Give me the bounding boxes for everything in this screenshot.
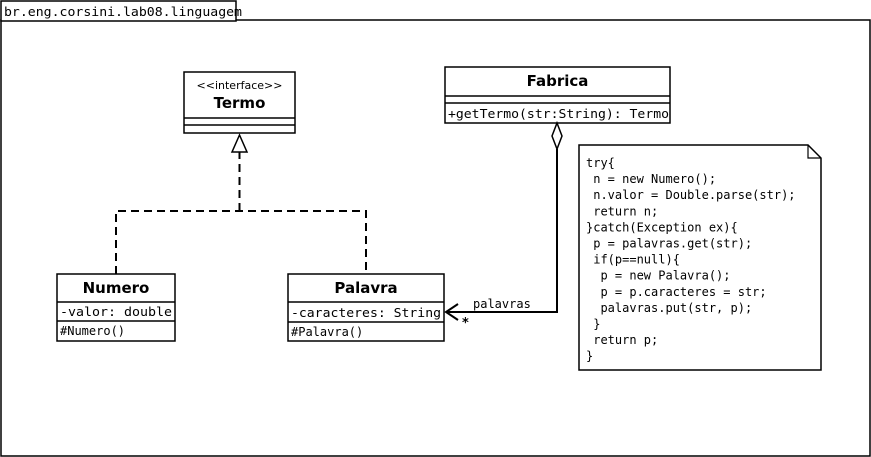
note-line: n = new Numero(); — [586, 172, 716, 186]
package-name: br.eng.corsini.lab08.linguagem — [4, 5, 242, 19]
class-fabrica[interactable]: Fabrica +getTermo(str:String): Termo — [444, 66, 671, 124]
note-line: if(p==null){ — [586, 253, 680, 267]
note-line: } — [586, 349, 593, 363]
note-line: palavras.put(str, p); — [586, 301, 752, 315]
class-numero-operation: #Numero() — [60, 324, 125, 338]
class-numero-attribute: -valor: double — [60, 305, 172, 319]
note-text: try{ n = new Numero(); n.valor = Double.… — [586, 156, 796, 363]
aggregation-connector: palavras * — [444, 120, 563, 331]
association-role-label: palavras — [473, 297, 531, 311]
note-line: n.valor = Double.parse(str); — [586, 188, 796, 202]
aggregation-line — [446, 149, 558, 313]
class-palavra-attribute: -caracteres: String — [291, 306, 441, 320]
association-multiplicity: * — [462, 316, 469, 331]
class-numero-box — [56, 273, 176, 342]
aggregation-open-arrowhead — [444, 303, 459, 321]
note-line: p = p.caracteres = str; — [586, 285, 767, 299]
class-numero[interactable]: Numero -valor: double #Numero() — [56, 273, 176, 342]
realization-dashed-line — [115, 210, 367, 274]
class-fabrica-operation: +getTermo(str:String): Termo — [448, 107, 669, 121]
realization-connector — [115, 133, 367, 274]
class-palavra-operation: #Palavra() — [291, 325, 363, 339]
note[interactable]: try{ n = new Numero(); n.valor = Double.… — [578, 144, 822, 371]
class-palavra-name: Palavra — [334, 279, 397, 297]
class-termo-box — [183, 71, 296, 134]
note-line: } — [586, 317, 600, 331]
class-termo-name: Termo — [214, 94, 266, 112]
aggregation-diamond — [551, 120, 563, 152]
note-body — [578, 144, 822, 371]
note-line: p = new Palavra(); — [586, 269, 731, 283]
class-termo-stereotype: <<interface>> — [197, 79, 283, 92]
realization-triangle-arrowhead — [230, 133, 249, 153]
package-tab — [0, 0, 237, 22]
note-folded-corner — [807, 145, 821, 159]
note-line: try{ — [586, 156, 615, 170]
package-body — [0, 19, 871, 457]
class-palavra-box — [287, 273, 445, 342]
class-palavra[interactable]: Palavra -caracteres: String #Palavra() — [287, 273, 445, 342]
class-numero-name: Numero — [83, 279, 150, 297]
note-line: return p; — [586, 333, 658, 347]
note-line: }catch(Exception ex){ — [586, 220, 738, 234]
note-line: p = palavras.get(str); — [586, 237, 752, 251]
class-termo[interactable]: <<interface>> Termo — [183, 71, 296, 134]
class-fabrica-name: Fabrica — [527, 72, 589, 90]
note-line: return n; — [586, 204, 658, 218]
